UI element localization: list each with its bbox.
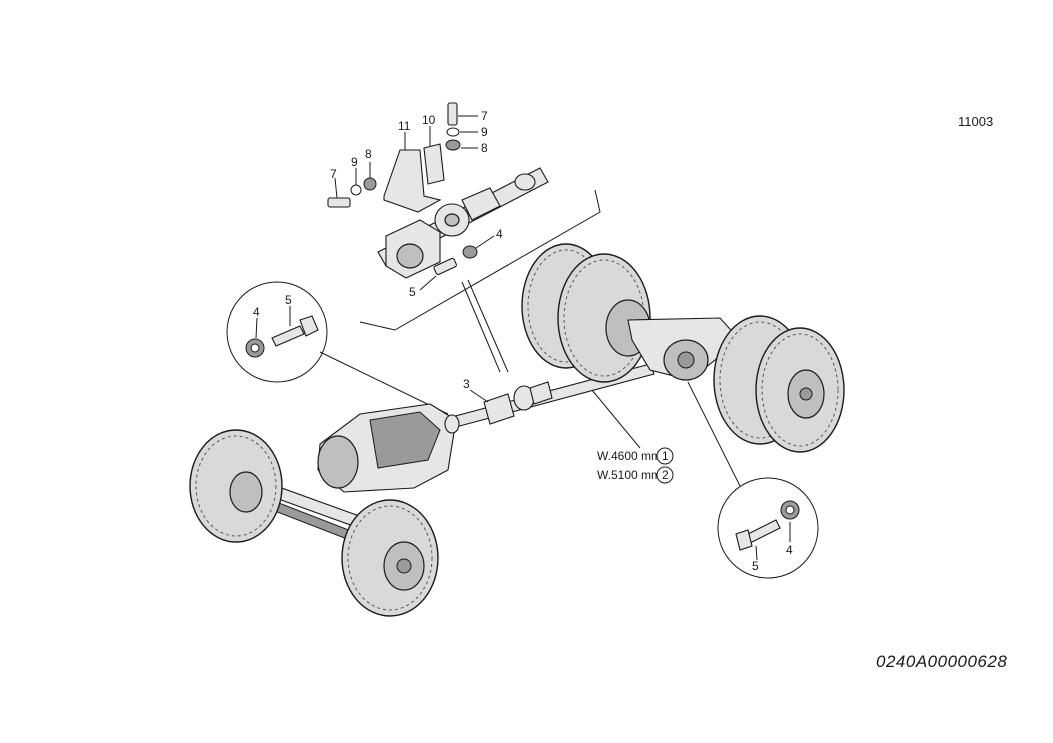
callout-5-detail: 5 bbox=[409, 285, 416, 299]
front-right-hub-cap bbox=[396, 558, 412, 574]
callout-7-top: 7 bbox=[481, 109, 488, 123]
callout-9-left: 9 bbox=[351, 155, 358, 169]
rear-axle-assembly bbox=[521, 243, 845, 453]
callout-7-left: 7 bbox=[330, 167, 337, 181]
bolt-7-top bbox=[447, 102, 458, 126]
callout-3: 3 bbox=[463, 377, 470, 391]
nut-4-left-hole bbox=[250, 343, 260, 353]
callout-10: 10 bbox=[422, 113, 436, 127]
variant-label: W.5100 mm bbox=[597, 468, 661, 482]
front-right-tread bbox=[347, 505, 433, 611]
variant-row: W.4600 mm 1 bbox=[597, 447, 674, 465]
bolt-5-detail bbox=[433, 257, 457, 276]
variant-ref: 2 bbox=[662, 468, 669, 482]
callout-8-left: 8 bbox=[365, 147, 372, 161]
gearbox-casing-detail bbox=[369, 411, 441, 469]
nut-4-detail bbox=[462, 245, 478, 259]
front-left-hub bbox=[229, 471, 263, 513]
callout-4-right: 4 bbox=[786, 543, 793, 557]
variant-ref-circle bbox=[656, 466, 674, 484]
callout-4-detail: 4 bbox=[496, 227, 503, 241]
centre-bearing-bore bbox=[396, 243, 424, 269]
callout-5-left: 5 bbox=[285, 293, 292, 307]
variant-row: W.5100 mm 2 bbox=[597, 466, 674, 484]
front-left-tread bbox=[195, 435, 277, 537]
rear-right-hub-cap bbox=[799, 387, 813, 401]
variant-label: W.4600 mm bbox=[597, 449, 661, 463]
universal-joint bbox=[461, 187, 501, 221]
nut-4-right-hole bbox=[785, 505, 795, 515]
leader-4-detail bbox=[475, 235, 495, 249]
variant-ref: 1 bbox=[662, 449, 669, 463]
washer-9-top bbox=[446, 127, 460, 137]
detail-shaft-end bbox=[514, 173, 536, 191]
right-hardware-detail: 5 4 bbox=[687, 381, 819, 579]
gearbox-output-yoke bbox=[444, 414, 460, 434]
nut-8-left bbox=[363, 177, 377, 191]
callout-11: 11 bbox=[398, 119, 411, 133]
bolt-5-left-shank bbox=[271, 325, 305, 347]
variant-ref-circle bbox=[656, 447, 674, 465]
leader-3 bbox=[469, 389, 489, 403]
nut-8-top bbox=[445, 139, 461, 151]
callout-9-top: 9 bbox=[481, 125, 488, 139]
differential-pinion bbox=[677, 351, 695, 369]
right-detail-pointer bbox=[687, 381, 741, 487]
leader-5-detail bbox=[419, 275, 437, 291]
flange-yoke-center bbox=[444, 213, 460, 227]
detail-pointer-line-2 bbox=[461, 281, 501, 373]
front-axle-assembly bbox=[189, 429, 439, 617]
centre-bearing-main bbox=[483, 393, 515, 425]
wheelbase-variants: W.4600 mm 1 W.5100 mm 2 bbox=[591, 389, 674, 484]
callout-8-top: 8 bbox=[481, 141, 488, 155]
left-detail-pointer bbox=[319, 351, 449, 415]
bolt-5-left-head bbox=[299, 315, 319, 337]
leader-4-left bbox=[255, 317, 258, 339]
bolt-7-left bbox=[327, 197, 351, 208]
detail-pointer-line bbox=[467, 279, 509, 373]
support-bracket bbox=[383, 149, 442, 213]
rear-right-outer-tread bbox=[761, 333, 839, 447]
bolt-5-right-head bbox=[735, 529, 753, 551]
centre-bearing-detail: 7 9 8 11 10 7 9 8 4 5 bbox=[327, 102, 601, 373]
gearbox-bell-housing bbox=[317, 435, 359, 489]
detail-frame-line bbox=[359, 189, 601, 331]
callout-4-left: 4 bbox=[253, 305, 260, 319]
washer-9-left bbox=[350, 184, 362, 196]
left-hardware-detail: 4 5 bbox=[226, 281, 449, 415]
gearbox-assembly bbox=[317, 403, 457, 493]
variant-pointer bbox=[591, 389, 641, 449]
sheet-number: 11003 bbox=[958, 114, 994, 129]
callout-5-right: 5 bbox=[752, 559, 759, 573]
mounting-plate bbox=[423, 143, 445, 185]
leader-5-right bbox=[755, 545, 758, 561]
shaft-joint-main bbox=[529, 381, 553, 405]
leader-7-left bbox=[334, 177, 338, 199]
drawing-code: 0240A00000628 bbox=[876, 652, 1008, 671]
